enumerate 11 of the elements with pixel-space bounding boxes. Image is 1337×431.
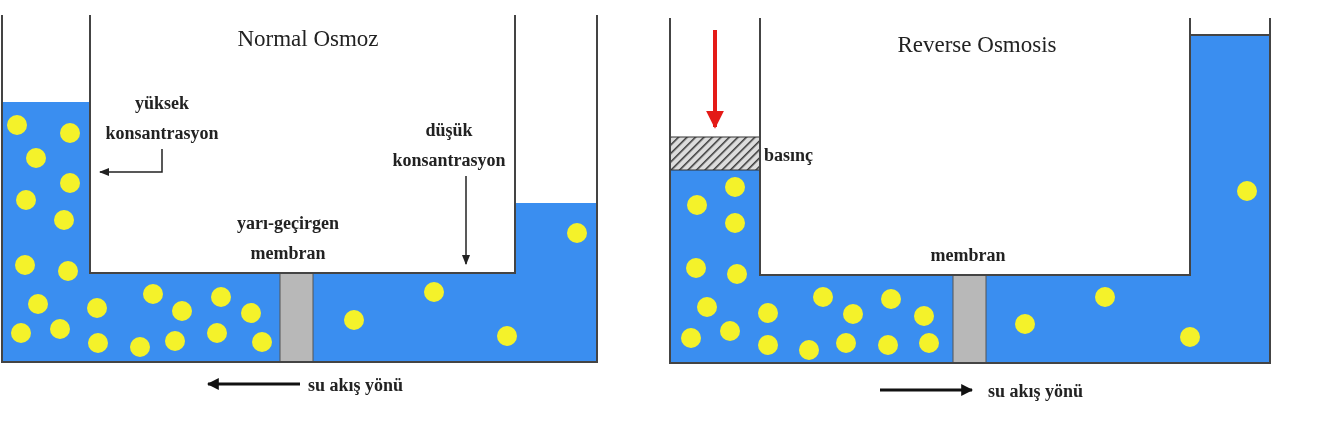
membrane-label: membran <box>929 244 1007 267</box>
flow-label: su akış yönü <box>988 380 1085 403</box>
panel-title: Reverse Osmosis <box>896 31 1058 59</box>
pressure-label: basınç <box>764 144 815 167</box>
text-label: düşük konsantrasyon <box>385 115 513 175</box>
flow-label: su akış yönü <box>308 374 405 397</box>
membrane-label: yarı-geçirgen membran <box>236 212 340 265</box>
leader-line <box>461 175 471 266</box>
leader-line <box>98 148 163 177</box>
text-label: yüksek konsantrasyon <box>97 88 227 148</box>
panel-title: Normal Osmoz <box>236 25 380 53</box>
